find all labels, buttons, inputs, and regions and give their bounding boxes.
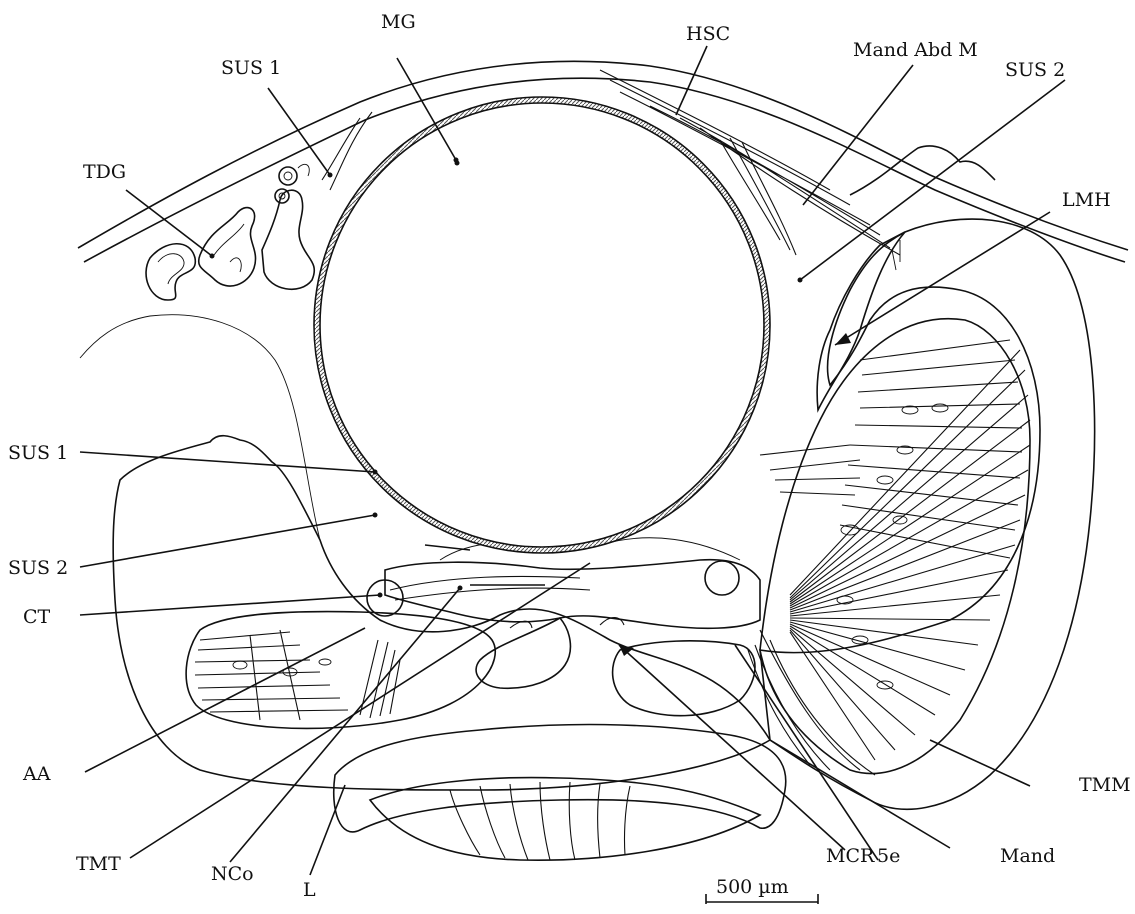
- label-tmt: TMT: [76, 853, 121, 875]
- mesencephalic-globe: [314, 97, 770, 553]
- lower-jaw: [334, 725, 786, 861]
- scale-bar: 500 µm: [706, 876, 818, 904]
- label-mg: MG: [381, 11, 416, 33]
- right-mandible: [760, 219, 1095, 809]
- cranial-floor: [367, 538, 760, 716]
- temporal-masseter-fibres: [748, 340, 1030, 775]
- scale-bar-label: 500 µm: [716, 876, 789, 898]
- label-mand-abd-m: Mand Abd M: [853, 39, 978, 61]
- label-lmh: LMH: [1062, 189, 1111, 211]
- label-tdg: TDG: [83, 161, 126, 183]
- tear-duct-gland: [146, 164, 314, 300]
- label-l: L: [303, 879, 316, 901]
- label-hsc: HSC: [686, 23, 730, 45]
- label-nco: NCo: [211, 863, 254, 885]
- label-sus1-top: SUS 1: [221, 57, 281, 79]
- label-aa: AA: [22, 763, 51, 785]
- label-mand: Mand: [1000, 845, 1055, 867]
- label-tmm: TMM: [1079, 774, 1131, 796]
- label-sus2-top: SUS 2: [1005, 59, 1065, 81]
- label-sus2-left: SUS 2: [8, 557, 68, 579]
- label-sus1-left: SUS 1: [8, 442, 68, 464]
- label-5e: 5e: [877, 845, 900, 867]
- label-mcr: MCR: [826, 845, 875, 867]
- label-ct: CT: [23, 606, 51, 628]
